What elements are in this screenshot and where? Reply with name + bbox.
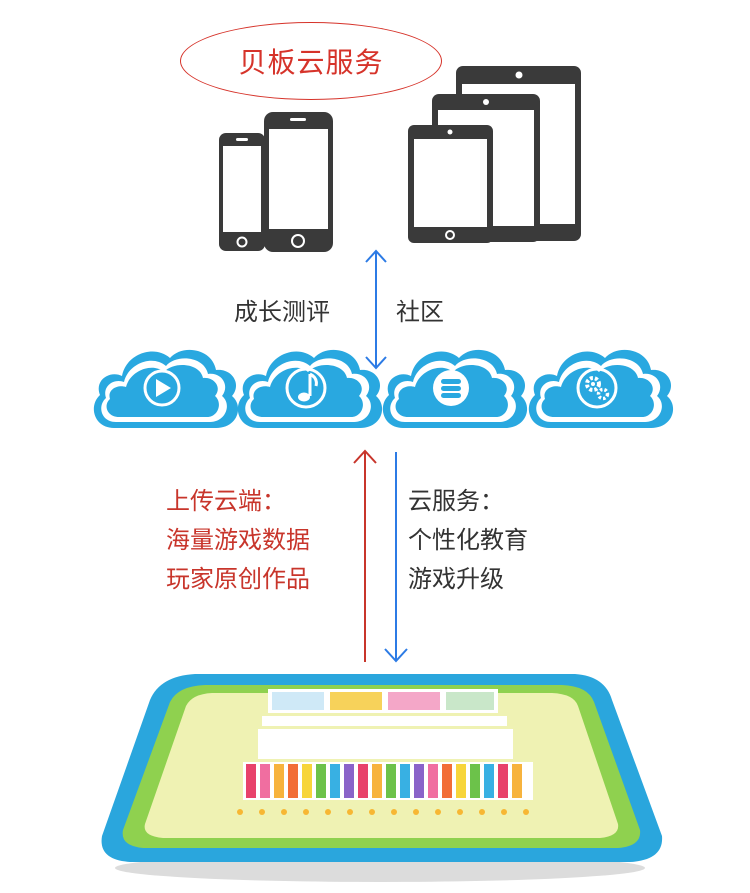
service-text: 云服务： 个性化教育 游戏升级 xyxy=(408,482,528,599)
download-arrow xyxy=(384,452,408,663)
tablet-small-icon xyxy=(408,125,493,243)
service-line-3: 游戏升级 xyxy=(408,565,504,593)
service-line-2: 个性化教育 xyxy=(408,526,528,554)
upload-line-3: 玩家原创作品 xyxy=(166,565,310,593)
service-line-1: 云服务： xyxy=(408,487,504,515)
phone-small-icon xyxy=(219,133,265,251)
phone-large-icon xyxy=(264,112,333,252)
upload-line-1: 上传云端： xyxy=(166,487,286,515)
community-label: 社区 xyxy=(396,298,444,326)
music-note-icon xyxy=(285,367,327,409)
learning-tablet xyxy=(101,674,663,882)
cloud-video xyxy=(93,349,239,428)
upload-arrow xyxy=(353,449,377,662)
database-icon xyxy=(433,370,469,406)
gears-icon xyxy=(576,367,618,409)
cloud-settings xyxy=(528,349,674,428)
upload-text: 上传云端： 海量游戏数据 玩家原创作品 xyxy=(166,482,310,599)
cloud-music xyxy=(237,349,383,428)
play-icon xyxy=(143,369,181,407)
upload-line-2: 海量游戏数据 xyxy=(166,526,310,554)
title-text: 贝板云服务 xyxy=(238,46,384,79)
sync-double-arrow xyxy=(365,249,387,370)
title-ellipse: 贝板云服务 xyxy=(180,22,442,100)
growth-assessment-label: 成长测评 xyxy=(234,298,330,326)
cloud-database xyxy=(382,349,528,428)
